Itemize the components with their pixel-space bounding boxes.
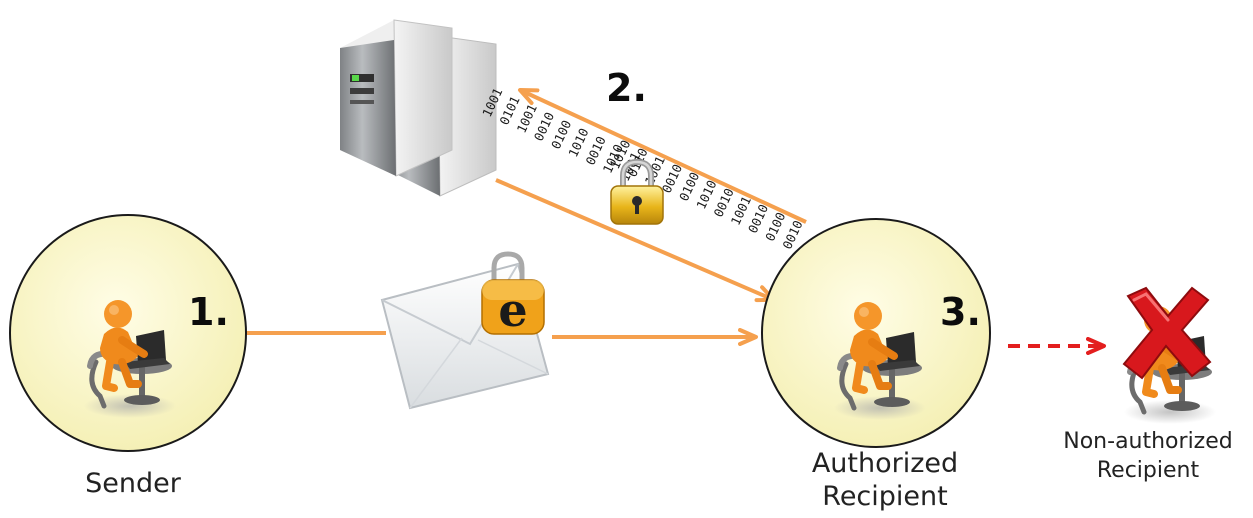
authorized-label-line1: Authorized <box>811 448 959 479</box>
arrow-server-to-recipient <box>495 178 776 303</box>
red-x-icon <box>1122 286 1212 380</box>
sender-label: Sender <box>85 468 181 499</box>
envelope-badge-letter: e <box>498 283 527 337</box>
arrow-to-server <box>518 88 807 224</box>
authorized-label-line2: Recipient <box>822 480 948 512</box>
step-1-number: 1. <box>188 290 229 334</box>
non-authorized-label-line2: Recipient <box>1096 457 1200 483</box>
envelope-icon: e <box>380 251 550 410</box>
step-2-number: 2. <box>606 66 647 110</box>
non-authorized-label-line1: Non-authorized <box>1063 429 1233 454</box>
sender-node <box>9 214 247 452</box>
authorized-recipient-label: Authorized Recipient <box>770 448 1000 514</box>
non-authorized-recipient-node <box>1122 286 1216 424</box>
non-authorized-recipient-label: Non-authorized Recipient <box>1048 428 1248 485</box>
server-icon <box>340 19 497 197</box>
binary-stream: 100101011001001001001010001010101001 101… <box>479 86 806 252</box>
step-3-number: 3. <box>940 290 981 334</box>
authorized-recipient-node <box>761 218 991 448</box>
